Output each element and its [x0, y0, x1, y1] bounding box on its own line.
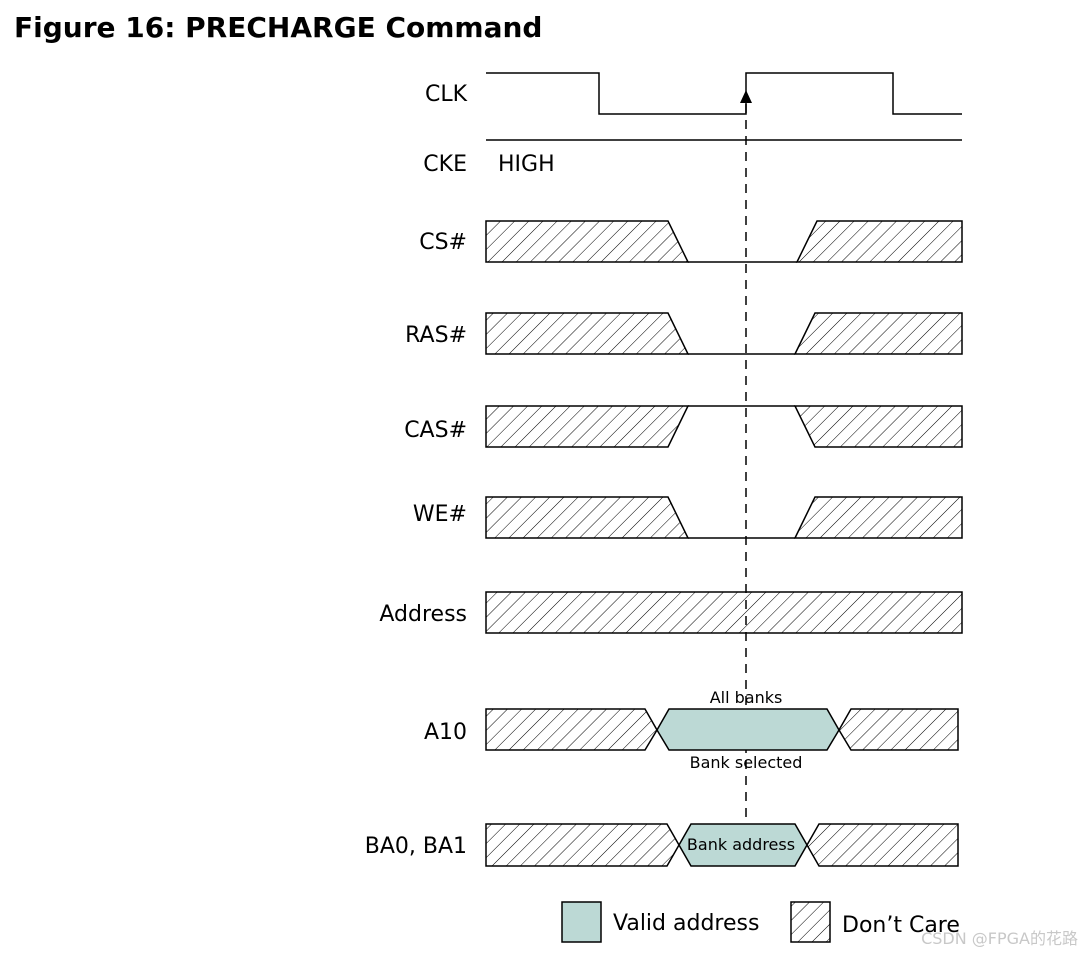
cs-waveform: [485, 220, 963, 263]
ras-waveform: [485, 312, 963, 355]
label-clk: CLK: [425, 82, 468, 107]
legend-dont-care-swatch: [790, 901, 831, 943]
ba-waveform: [485, 823, 959, 867]
label-address: Address: [379, 602, 467, 627]
a10-waveform: [485, 708, 959, 751]
watermark: CSDN @FPGA的花路: [921, 929, 1078, 948]
a10-all-banks-label: All banks: [710, 688, 783, 707]
label-we: WE#: [413, 502, 467, 527]
legend-valid-label: Valid address: [613, 911, 759, 936]
clk-rising-edge-arrow: [740, 90, 752, 103]
we-waveform: [485, 496, 963, 539]
figure-title: Figure 16: PRECHARGE Command: [14, 11, 542, 44]
address-waveform: [485, 591, 963, 634]
legend-dont-care-label: Don’t Care: [842, 913, 960, 938]
label-ba: BA0, BA1: [365, 834, 467, 859]
cke-state: HIGH: [498, 152, 555, 177]
label-cs: CS#: [419, 230, 467, 255]
legend-valid-swatch: [561, 901, 602, 943]
a10-bank-selected-label: Bank selected: [690, 753, 803, 772]
a10-valid-region: [656, 708, 840, 751]
label-ras: RAS#: [405, 323, 467, 348]
label-a10: A10: [424, 720, 467, 745]
clk-waveform: [486, 72, 962, 115]
cas-waveform: [485, 405, 963, 448]
label-cke: CKE: [423, 152, 467, 177]
ba-bank-address-label: Bank address: [687, 835, 795, 854]
label-cas: CAS#: [404, 418, 467, 443]
